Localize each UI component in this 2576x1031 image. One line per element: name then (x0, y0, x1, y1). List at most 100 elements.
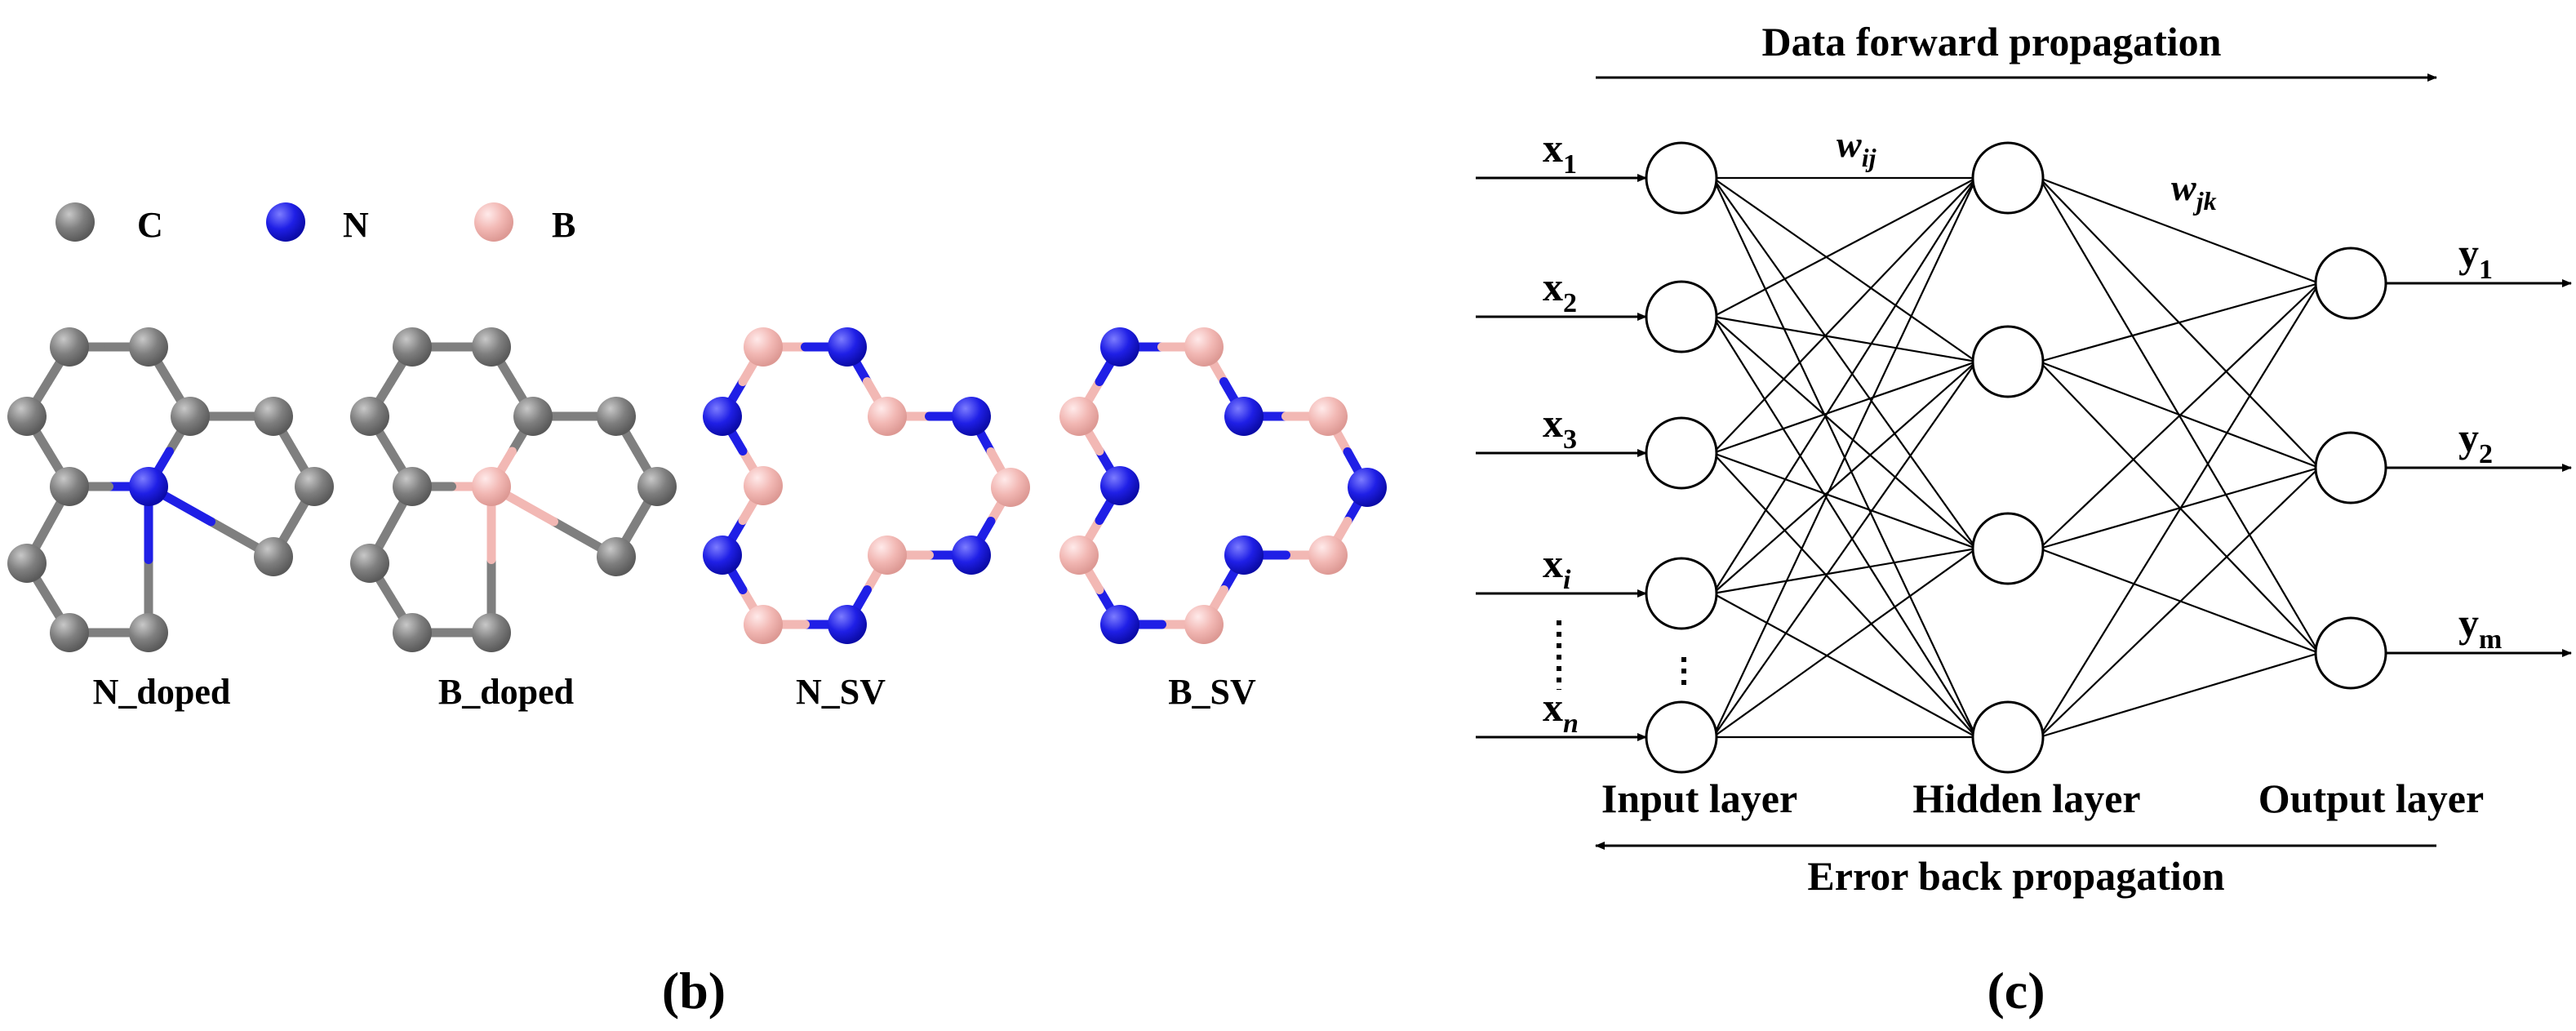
defect-structures (7, 327, 1387, 652)
atom-c-icon (393, 467, 432, 506)
structure-label-b-doped: B_doped (438, 672, 574, 712)
output-node-1 (2314, 247, 2387, 320)
input-label-2: x2 (1543, 264, 1577, 318)
atom-c-icon (472, 327, 511, 367)
atom-b-icon (991, 468, 1030, 507)
atom-n-icon (1224, 397, 1264, 436)
input-label-1: x1 (1543, 125, 1577, 180)
connection-lines (1712, 176, 2321, 739)
atom-c-icon (597, 397, 636, 436)
connection-line (1712, 177, 1977, 318)
connection-line (1712, 360, 1977, 455)
connection-line (2038, 282, 2321, 738)
atom-c-icon (597, 537, 636, 576)
atom-n-icon (1100, 466, 1139, 505)
connection-line (1712, 177, 1978, 549)
atom-n-icon (1100, 605, 1139, 644)
atom-b-icon (868, 397, 907, 436)
atom-b-icon (472, 467, 511, 506)
atom-b-icon (744, 605, 783, 644)
structure-n-sv (703, 327, 1030, 644)
connection-line (1712, 177, 1977, 362)
input-label-3: x3 (1543, 400, 1577, 455)
connection-line (2038, 467, 2321, 738)
atom-c-icon (50, 613, 89, 652)
atom-c-icon (50, 467, 89, 506)
legend-label-b: B (552, 205, 575, 245)
connection-line (1712, 547, 1977, 595)
input-node-4 (1645, 557, 1718, 630)
output-label-1: y1 (2458, 230, 2493, 285)
atom-c-icon (393, 327, 432, 367)
panel-label-b: (b) (662, 962, 726, 1020)
atom-c-icon (295, 467, 334, 506)
input-node-3 (1645, 416, 1718, 490)
atom-c-icon (171, 397, 210, 436)
hidden-node-3 (1971, 512, 2045, 585)
atom-n-icon (1348, 468, 1387, 507)
input-label-4: xi (1543, 540, 1571, 595)
input-node-2 (1645, 280, 1718, 353)
atom-c-icon (350, 397, 389, 436)
atom-n-icon (703, 535, 742, 575)
atom-n-icon (828, 605, 867, 644)
weight-jk-label: wjk (2171, 167, 2217, 216)
io-arrows (1476, 174, 2572, 741)
input-label-5: xn (1543, 684, 1579, 739)
output-node-2 (2314, 431, 2387, 504)
output-node-3 (2314, 616, 2387, 690)
legend-label-c: C (137, 205, 163, 245)
connection-line (1712, 177, 1978, 594)
structure-label-b-sv: B_SV (1168, 672, 1256, 712)
atom-c-icon (254, 537, 293, 576)
connection-line (2039, 466, 2320, 550)
input-node-1 (1645, 141, 1718, 215)
atom-c-icon (50, 327, 89, 367)
output-label-3: ym (2458, 600, 2502, 655)
connection-line (1712, 316, 1978, 549)
atom-n-icon (828, 327, 867, 367)
backward-propagation-label: Error back propagation (1807, 853, 2224, 899)
connection-line (2038, 282, 2321, 549)
atom-c-icon (254, 397, 293, 436)
structure-label-n-sv: N_SV (796, 672, 886, 712)
connection-line (1712, 548, 1977, 738)
layer-label-output: Output layer (2258, 775, 2484, 821)
connection-line (1712, 361, 1978, 594)
io-labels: x1 x2 x3 xi xn y1 y2 ym (1543, 125, 2502, 739)
structure-n-doped (7, 327, 334, 652)
atom-c-icon (350, 544, 389, 583)
atom-c-icon (393, 613, 432, 652)
atom-n-icon (952, 535, 991, 575)
connection-line (1712, 593, 1977, 738)
atom-n-icon (1100, 327, 1139, 367)
legend-swatch-c-icon (56, 202, 95, 242)
connection-line (2039, 282, 2320, 363)
forward-propagation-label: Data forward propagation (1762, 19, 2222, 64)
atom-c-icon (472, 613, 511, 652)
panel-label-c: (c) (1987, 962, 2045, 1020)
connection-line (1712, 361, 1978, 738)
hidden-node-2 (1971, 325, 2045, 398)
input-node-5 (1645, 700, 1718, 774)
output-label-2: y2 (2458, 415, 2493, 469)
structure-b-doped (350, 327, 677, 652)
neural-network-diagram: Data forward propagation Error back prop… (1476, 19, 2572, 899)
structure-label-n-doped: N_doped (93, 672, 231, 712)
connection-line (1712, 452, 1978, 738)
atom-n-icon (952, 397, 991, 436)
weight-ij-label: wij (1837, 123, 1876, 172)
network-nodes (1645, 141, 2387, 774)
atom-c-icon (129, 613, 168, 652)
atom-b-icon (1184, 605, 1224, 644)
connection-line (2039, 547, 2320, 655)
connection-line (1712, 315, 1977, 363)
atom-b-icon (744, 466, 783, 505)
hidden-node-4 (1971, 700, 2045, 774)
layer-label-hidden: Hidden layer (1912, 775, 2140, 821)
layer-label-input: Input layer (1601, 775, 1797, 821)
connection-line (2039, 176, 2320, 285)
legend-swatch-b-icon (474, 202, 513, 242)
atom-b-icon (868, 535, 907, 575)
connection-line (1712, 177, 1978, 738)
